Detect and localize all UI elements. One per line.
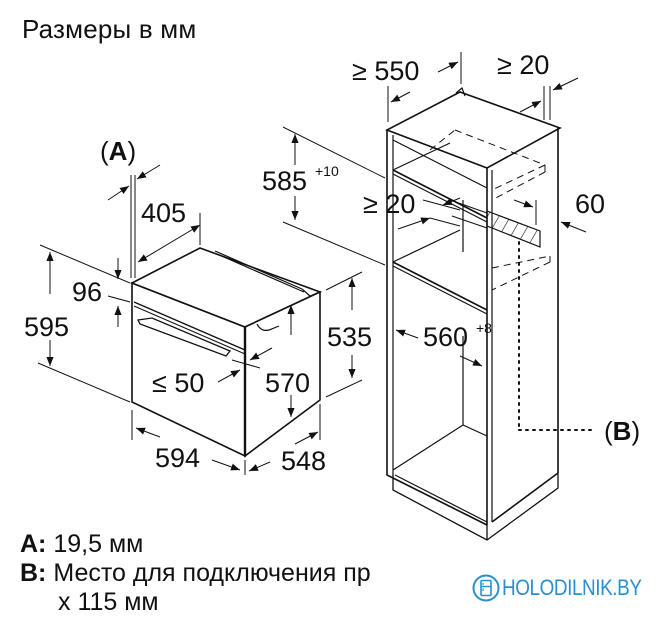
dim-60: 60	[575, 189, 605, 219]
dim-594: 594	[155, 443, 200, 473]
legend-notes: A: 19,5 мм B: Место для подключения пр x…	[20, 530, 371, 617]
note-b-text: Место для подключения пр	[53, 559, 371, 587]
note-b: B: Место для подключения пр	[20, 559, 371, 588]
dim-535: 535	[327, 322, 372, 352]
cabinet-dimension-labels: ≥ 550 ≥ 20 585 +10 ≥ 20 60 560 +8 (B)	[262, 50, 640, 446]
dim-585: 585	[262, 166, 307, 196]
fridge-icon	[472, 574, 500, 602]
dim-max-50: ≤ 50	[152, 368, 204, 398]
dim-96: 96	[72, 277, 102, 307]
dim-min-20-inner: ≥ 20	[363, 189, 415, 219]
cabinet-hidden-lines	[429, 129, 551, 291]
note-a-key: A:	[20, 530, 47, 558]
oven-dimension-lines	[37, 164, 363, 475]
note-b-key: B:	[20, 559, 47, 587]
cabinet-drawing	[385, 86, 562, 541]
dim-min-550: ≥ 550	[352, 56, 419, 86]
connection-dotted-line	[518, 241, 597, 431]
oven-drawing	[130, 247, 323, 458]
dim-570: 570	[265, 368, 310, 398]
note-a: A: 19,5 мм	[20, 530, 371, 559]
watermark: HOLODILNIK.BY	[468, 572, 667, 604]
marker-b-label: (B)	[604, 416, 640, 446]
dim-548: 548	[281, 446, 326, 476]
page-title: Размеры в мм	[22, 14, 197, 44]
dim-585-tolerance: +10	[315, 163, 339, 179]
dim-min-20-top: ≥ 20	[497, 50, 549, 80]
marker-a-label: (A)	[100, 136, 136, 166]
note-b-continuation: x 115 мм	[58, 588, 159, 616]
note-a-text: 19,5 мм	[53, 530, 144, 558]
oven-dimension-labels: (A) 405 96 595 ≤ 50 570 594 548 535	[24, 136, 372, 476]
vent-block	[449, 199, 541, 252]
watermark-text: HOLODILNIK.BY	[502, 575, 642, 600]
dim-595: 595	[24, 312, 69, 342]
cabinet-dimension-lines	[282, 52, 587, 367]
dim-560-tolerance: +8	[476, 320, 492, 336]
dim-560: 560	[423, 322, 468, 352]
dim-405: 405	[141, 198, 186, 228]
